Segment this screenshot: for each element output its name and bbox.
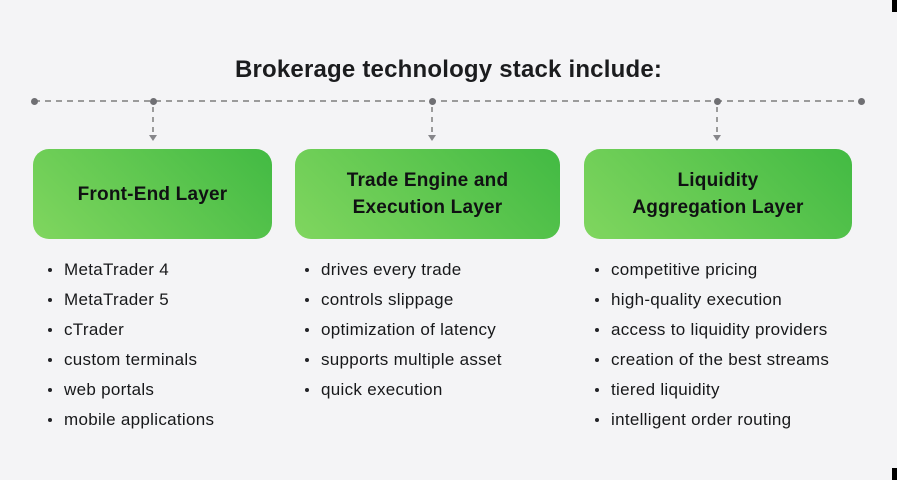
connector-endpoint-dot-right: [858, 98, 865, 105]
list-item-label: access to liquidity providers: [611, 320, 828, 339]
list-item-label: tiered liquidity: [611, 380, 720, 399]
list-front-end: MetaTrader 4 MetaTrader 5 cTrader custom…: [48, 255, 214, 435]
list-item: access to liquidity providers: [595, 315, 829, 345]
bullet-icon: [48, 268, 52, 272]
list-item: competitive pricing: [595, 255, 829, 285]
list-item-label: controls slippage: [321, 290, 454, 309]
arrow-down-icon: [149, 135, 157, 141]
list-item: intelligent order routing: [595, 405, 829, 435]
list-item-label: optimization of latency: [321, 320, 497, 339]
layer-box-front-end: Front-End Layer: [33, 149, 272, 239]
list-item: supports multiple asset: [305, 345, 502, 375]
bullet-icon: [48, 358, 52, 362]
arrow-down-icon: [428, 135, 436, 141]
connector-vertical-line-liquidity: [716, 107, 718, 134]
bullet-icon: [595, 268, 599, 272]
list-item-label: drives every trade: [321, 260, 462, 279]
connector-horizontal-line: [34, 100, 862, 102]
bullet-icon: [595, 328, 599, 332]
list-item: high-quality execution: [595, 285, 829, 315]
bullet-icon: [595, 298, 599, 302]
list-item-label: custom terminals: [64, 350, 198, 369]
bullet-icon: [48, 388, 52, 392]
connector-junction-dot-liquidity: [714, 98, 721, 105]
list-trade-engine: drives every trade controls slippage opt…: [305, 255, 502, 405]
bullet-icon: [595, 388, 599, 392]
list-item-label: MetaTrader 4: [64, 260, 170, 279]
list-item-label: quick execution: [321, 380, 443, 399]
connector-vertical-line-front-end: [152, 107, 154, 134]
crop-artifact: [892, 0, 897, 12]
list-item: MetaTrader 5: [48, 285, 214, 315]
crop-artifact: [892, 468, 897, 480]
layer-box-liquidity-aggregation: Liquidity Aggregation Layer: [584, 149, 852, 239]
list-item: tiered liquidity: [595, 375, 829, 405]
diagram-title: Brokerage technology stack include:: [234, 56, 663, 83]
bullet-icon: [305, 298, 309, 302]
list-item-label: high-quality execution: [611, 290, 783, 309]
bullet-icon: [305, 358, 309, 362]
list-item: quick execution: [305, 375, 502, 405]
bullet-icon: [48, 418, 52, 422]
bullet-icon: [305, 328, 309, 332]
layer-box-trade-engine: Trade Engine and Execution Layer: [295, 149, 560, 239]
bullet-icon: [48, 328, 52, 332]
list-item: optimization of latency: [305, 315, 502, 345]
list-item: creation of the best streams: [595, 345, 829, 375]
list-item: custom terminals: [48, 345, 214, 375]
bullet-icon: [595, 418, 599, 422]
bullet-icon: [305, 268, 309, 272]
connector-endpoint-dot-left: [31, 98, 38, 105]
list-item-label: supports multiple asset: [321, 350, 502, 369]
list-item-label: creation of the best streams: [611, 350, 830, 369]
list-item: controls slippage: [305, 285, 502, 315]
connector-vertical-line-trade-engine: [431, 107, 433, 134]
list-item-label: cTrader: [64, 320, 125, 339]
list-item: web portals: [48, 375, 214, 405]
bullet-icon: [595, 358, 599, 362]
connector-junction-dot-front-end: [150, 98, 157, 105]
list-item: MetaTrader 4: [48, 255, 214, 285]
list-item: cTrader: [48, 315, 214, 345]
bullet-icon: [305, 388, 309, 392]
bullet-icon: [48, 298, 52, 302]
list-item-label: mobile applications: [64, 410, 215, 429]
list-item-label: web portals: [64, 380, 155, 399]
list-liquidity-aggregation: competitive pricing high-quality executi…: [595, 255, 829, 435]
list-item-label: competitive pricing: [611, 260, 758, 279]
list-item: mobile applications: [48, 405, 214, 435]
connector-junction-dot-trade-engine: [429, 98, 436, 105]
list-item: drives every trade: [305, 255, 502, 285]
list-item-label: intelligent order routing: [611, 410, 792, 429]
list-item-label: MetaTrader 5: [64, 290, 170, 309]
arrow-down-icon: [713, 135, 721, 141]
